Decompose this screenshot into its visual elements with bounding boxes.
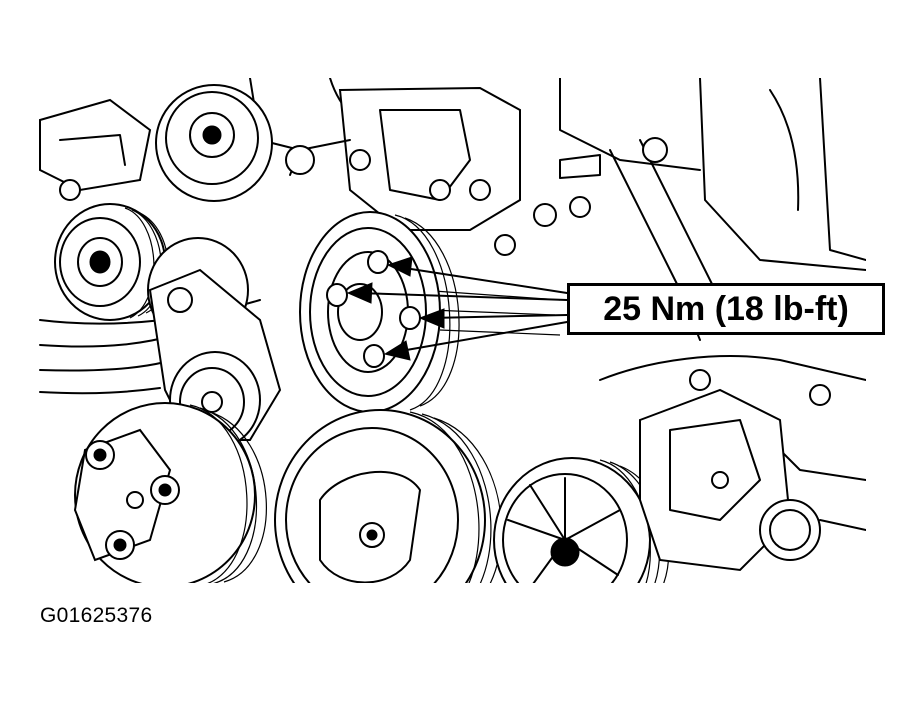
torque-callout-arrows	[346, 256, 568, 361]
damper-bolt-top	[367, 250, 389, 274]
torque-spec-callout: 25 Nm (18 lb-ft)	[567, 283, 885, 335]
belt-tensioner	[147, 237, 282, 449]
torque-spec-label: 25 Nm (18 lb-ft)	[603, 289, 849, 328]
damper-bolt-left	[326, 283, 348, 307]
water-pump-pulley	[274, 409, 503, 583]
left-idler-pulley	[54, 203, 169, 321]
power-steering-pulley	[493, 457, 670, 583]
upper-bracket	[285, 86, 668, 256]
upper-left-bracket	[39, 98, 152, 201]
figure-id: G01625376	[40, 604, 153, 627]
damper-bolt-bottom	[363, 344, 385, 368]
damper-bolt-right	[399, 306, 421, 330]
upper-idler-pulley	[155, 84, 273, 202]
power-steering-pump	[639, 369, 831, 572]
ac-compressor-pulley	[73, 402, 267, 583]
